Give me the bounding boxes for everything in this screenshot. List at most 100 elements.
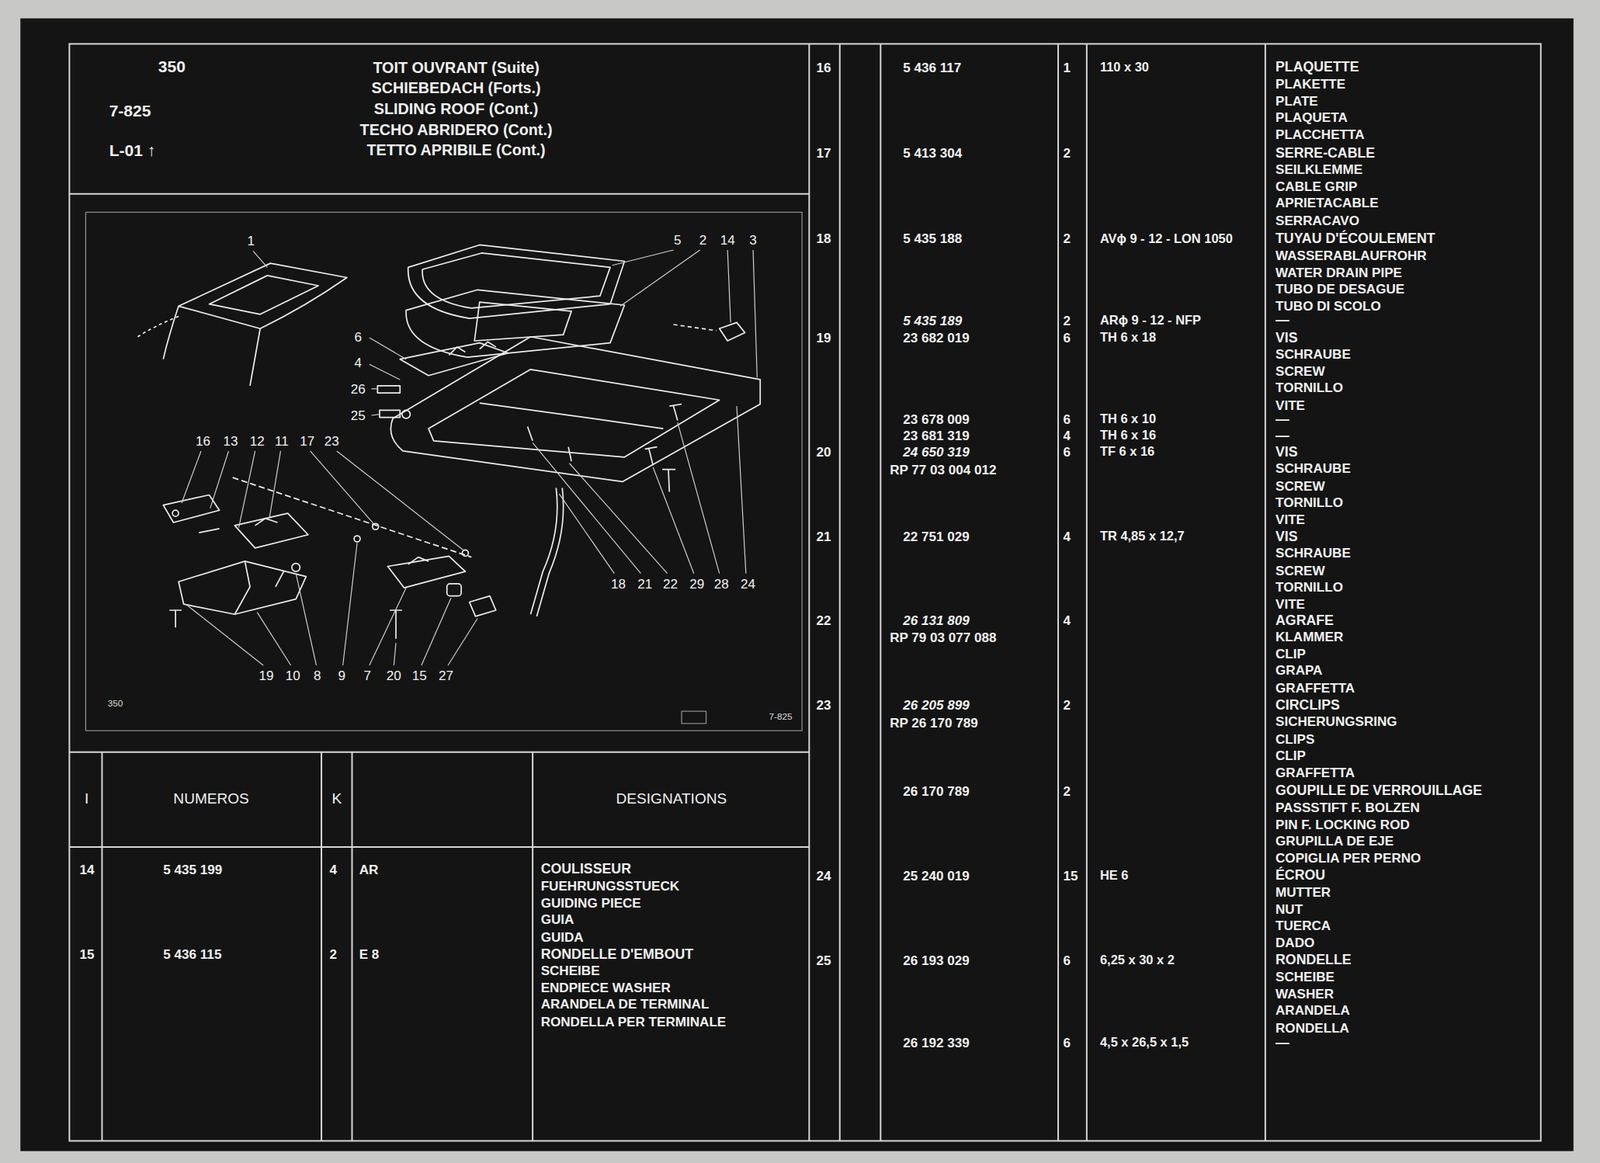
table-cell: TORNILLO xyxy=(1275,580,1344,594)
table-cell: TUBO DI SCOLO xyxy=(1275,299,1382,313)
callout-number: 27 xyxy=(438,669,454,683)
table-cell: SCREW xyxy=(1275,478,1326,493)
table-cell: GRAFFETTA xyxy=(1275,680,1355,695)
designation-heading: COULISSEUR xyxy=(541,862,632,877)
table-cell: SCHRAUBE xyxy=(1275,546,1351,560)
callout-number: 22 xyxy=(662,576,678,591)
designation-heading: — xyxy=(1275,412,1290,427)
table-cell: 1 xyxy=(1063,60,1072,74)
table-cell: GRAPA xyxy=(1275,663,1323,677)
table-cell: 23 681 319 xyxy=(902,429,970,443)
table-cell: 24 xyxy=(816,868,832,882)
table-cell: WATER DRAIN PIPE xyxy=(1275,265,1403,279)
table-cell: KLAMMER xyxy=(1275,630,1344,644)
table-cell: CLIPS xyxy=(1275,732,1315,746)
table-cell: 6 xyxy=(1063,953,1072,967)
designation-heading: — xyxy=(1275,428,1290,443)
table-cell: TUERCA xyxy=(1275,919,1331,933)
table-cell: 2 xyxy=(1063,698,1072,712)
designation-heading: VIS xyxy=(1275,444,1299,459)
designation-heading: CIRCLIPS xyxy=(1275,697,1340,712)
dimension-cell: 110 x 30 xyxy=(1100,61,1149,74)
dimension-cell: TH 6 x 18 xyxy=(1100,331,1156,344)
table-cell: ARANDELA xyxy=(1275,1003,1351,1017)
table-cell: 4 xyxy=(329,862,338,876)
table-cell: DADO xyxy=(1275,936,1315,950)
table-cell: 2 xyxy=(1063,232,1072,246)
table-cell: ARANDELA DE TERMINAL xyxy=(541,997,710,1011)
designation-heading: VIS xyxy=(1275,530,1299,545)
table-cell: 20 xyxy=(816,445,832,459)
table-cell: 16 xyxy=(816,60,832,74)
table-cell: 5 435 188 xyxy=(902,232,962,246)
table-cell: SCHRAUBE xyxy=(1275,461,1351,476)
table-cell: 15 xyxy=(79,947,95,961)
table-cell: SCHRAUBE xyxy=(1275,347,1351,361)
column-heading: I xyxy=(84,791,89,807)
table-cell: 6 xyxy=(1063,1036,1072,1050)
table-cell: 18 xyxy=(816,232,832,246)
dimension-cell: 6,25 x 30 x 2 xyxy=(1100,954,1175,967)
callout-number: 19 xyxy=(259,669,275,683)
table-cell: PLAKETTE xyxy=(1275,77,1346,91)
table-cell: 23 xyxy=(816,698,832,712)
dimension-cell: ARϕ 9 - 12 - NFP xyxy=(1100,314,1201,327)
callout-number: 28 xyxy=(714,576,729,591)
callout-number: 18 xyxy=(610,576,626,591)
title-line: TETTO APRIBILE (Cont.) xyxy=(367,142,546,158)
page-reference: L-01 ↑ xyxy=(109,142,157,160)
table-cell: CLIP xyxy=(1275,647,1306,661)
table-cell: E 8 xyxy=(359,947,380,961)
table-cell: 2 xyxy=(1063,146,1072,160)
designation-heading: SERRE-CABLE xyxy=(1275,145,1375,160)
table-cell: 5 435 199 xyxy=(163,862,223,876)
table-cell: 25 240 019 xyxy=(902,868,970,882)
table-cell: SERRACAVO xyxy=(1275,213,1360,227)
table-cell: TORNILLO xyxy=(1275,496,1344,510)
table-cell: 23 682 019 xyxy=(902,331,970,345)
designation-heading: AGRAFE xyxy=(1275,613,1334,628)
callout-number: 15 xyxy=(412,669,427,683)
table-cell: GRUPILLA DE EJE xyxy=(1275,834,1394,848)
table-cell: CLIP xyxy=(1275,749,1306,763)
table-cell: 2 xyxy=(329,947,338,961)
callout-number: 16 xyxy=(195,433,211,448)
callout-number: 14 xyxy=(720,232,736,247)
table-cell: RP 26 170 789 xyxy=(889,715,979,729)
table-cell: 6 xyxy=(1063,331,1072,345)
designation-heading: VIS xyxy=(1275,330,1299,345)
table-cell: 19 xyxy=(816,331,832,345)
callout-number: 1 xyxy=(247,234,256,248)
table-cell: 26 192 339 xyxy=(902,1036,970,1050)
callout-number: 13 xyxy=(223,433,239,448)
part-number: 26 205 899 xyxy=(902,698,970,712)
table-cell: PIN F. LOCKING ROD xyxy=(1275,817,1410,831)
table-cell: 2 xyxy=(1063,784,1072,798)
table-cell: CABLE GRIP xyxy=(1275,180,1358,194)
callout-number: 4 xyxy=(354,355,363,369)
callout-number: 20 xyxy=(386,669,402,683)
designation-heading: RONDELLE D'EMBOUT xyxy=(541,947,694,962)
table-cell: VITE xyxy=(1275,512,1305,526)
callout-number: 8 xyxy=(313,669,322,683)
callout-number: 26 xyxy=(350,381,366,396)
table-cell: RP 79 03 077 088 xyxy=(889,631,997,645)
table-cell: 14 xyxy=(79,862,95,876)
exploded-illustration xyxy=(85,211,802,731)
table-cell: WASSERABLAUFROHR xyxy=(1275,249,1427,263)
part-number: 26 131 809 xyxy=(902,614,970,628)
page-reference: 350 xyxy=(158,59,186,76)
callout-number: 17 xyxy=(299,433,315,448)
table-cell: 22 xyxy=(816,614,832,628)
designation-heading: ÉCROU xyxy=(1275,868,1326,883)
callout-number: 2 xyxy=(699,232,708,247)
table-cell: ENDPIECE WASHER xyxy=(541,981,671,995)
table-cell: SEILKLEMME xyxy=(1275,163,1363,177)
table-cell: FUEHRUNGSSTUECK xyxy=(541,879,680,893)
callout-number: 7 xyxy=(363,669,372,683)
designation-heading: TUYAU D'ÉCOULEMENT xyxy=(1275,232,1436,247)
callout-number: 23 xyxy=(324,433,340,448)
dimension-cell: TH 6 x 10 xyxy=(1100,413,1156,426)
dimension-cell: AVϕ 9 - 12 - LON 1050 xyxy=(1100,232,1233,245)
table-cell: MUTTER xyxy=(1275,885,1331,899)
